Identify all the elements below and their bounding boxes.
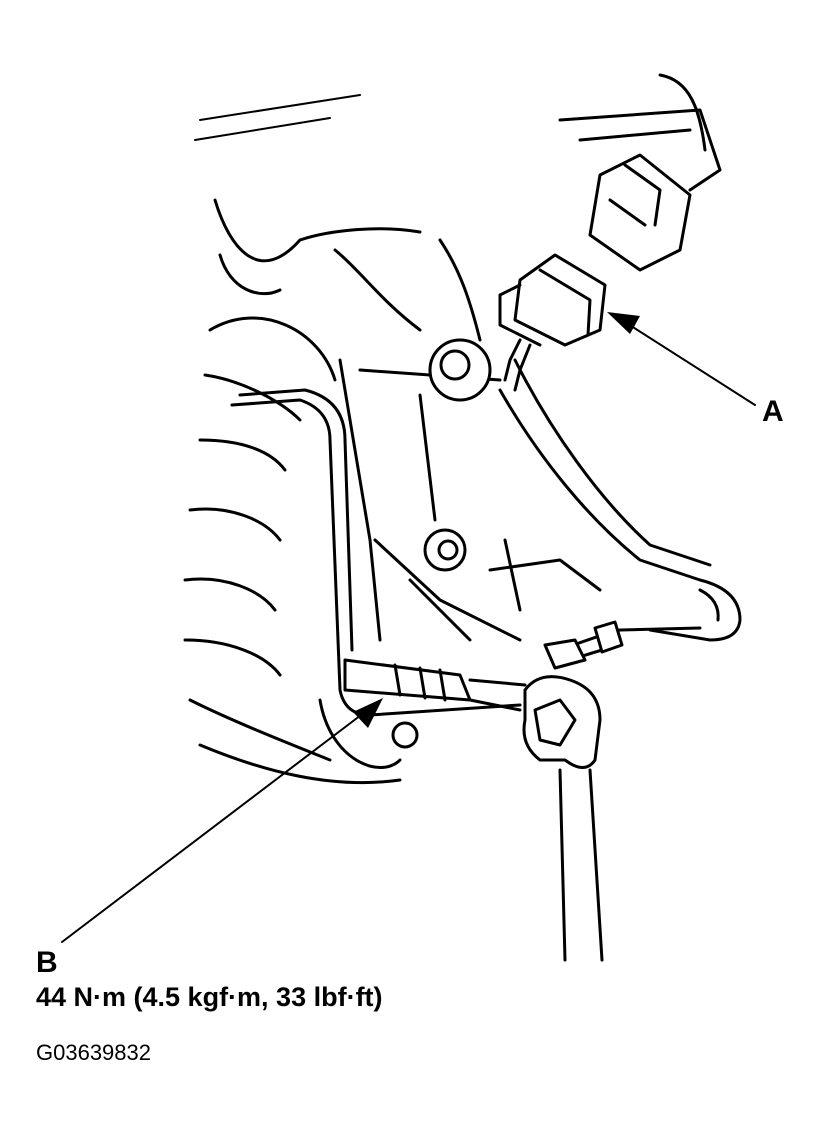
figure-id: G03639832 — [36, 1040, 151, 1065]
callout-label-a: A — [762, 395, 784, 428]
wrench — [468, 675, 604, 962]
torque-spec: 44 N·m (4.5 kgf·m, 33 lbf·ft) — [36, 982, 383, 1012]
leader-arrow-b — [61, 698, 383, 943]
leader-arrow-a — [607, 312, 756, 406]
sensor-b — [343, 620, 624, 749]
connector-a — [498, 253, 607, 392]
background-dashes — [194, 94, 361, 141]
engine-block — [183, 198, 422, 785]
mounting-bracket — [230, 238, 602, 717]
connector-mating-half — [558, 73, 722, 272]
exhaust-bracket-arm — [498, 358, 742, 642]
callout-label-b: B — [36, 946, 58, 979]
